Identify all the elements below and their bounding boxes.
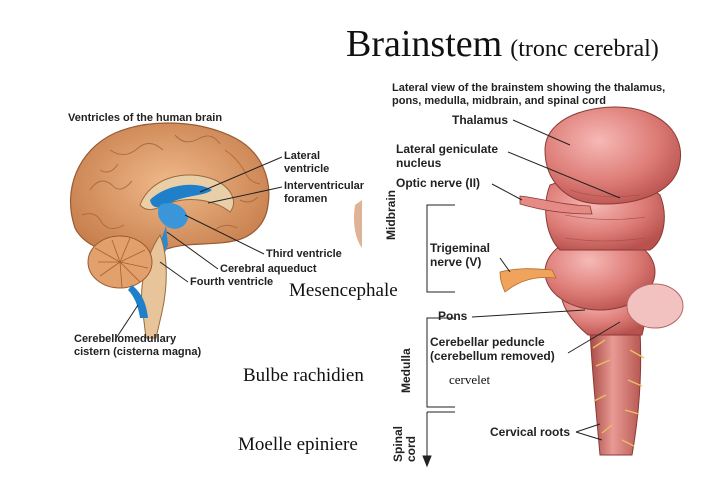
brainstem-lateral-figure [499,106,684,456]
label-optic-nerve: Optic nerve (II) [396,176,481,190]
label-interventricular-foramen: Interventricular foramen [284,180,365,205]
page-title: Brainstem (tronc cerebral) [346,22,659,66]
label-cerebral-aqueduct: Cerebral aqueduct [220,263,317,275]
bracket-label-medulla: Medulla [399,348,413,393]
label-thalamus: Thalamus [452,113,509,127]
right-leader-lines [471,119,621,441]
annotation-moelle: Moelle epiniere [238,434,358,455]
cerebellar-peduncle-shape [626,283,684,329]
bracket-label-midbrain: Midbrain [384,190,398,240]
title-main: Brainstem [346,23,503,65]
label-lateral-ventricle: Lateral ventricle [284,150,330,175]
optic-nerve-shape [519,195,593,215]
label-cerebellar-peduncle: Cerebellar peduncle (cerebellum removed) [430,335,555,363]
annotation-mesencephale: Mesencephale [289,280,398,301]
spinal-cord-shape [589,329,642,456]
title-sub: (tronc cerebral) [510,36,659,62]
label-lateral-geniculate: Lateral geniculate nucleus [396,142,499,170]
right-figure-caption: Lateral view of the brainstem showing th… [392,82,666,107]
label-cerebellomedullary-cistern: Cerebellomedullary cistern (cisterna mag… [74,333,202,358]
left-leader-lines [114,156,283,341]
thalamus-shape [544,106,682,205]
annotation-cervelet: cervelet [449,372,491,387]
label-pons: Pons [438,309,468,323]
region-brackets [422,204,455,468]
brain-ventricles-figure [69,122,362,339]
annotation-bulbe: Bulbe rachidien [243,365,364,386]
label-third-ventricle: Third ventricle [266,248,342,260]
trigeminal-nerve-shape [499,268,557,293]
cisterna-magna-shape [128,285,148,318]
label-cervical-roots: Cervical roots [490,425,571,439]
bracket-label-spinal-cord: Spinal cord [391,425,418,462]
label-trigeminal-nerve: Trigeminal nerve (V) [430,241,491,269]
lateral-ventricle-shape [150,184,212,208]
label-fourth-ventricle: Fourth ventricle [190,276,274,288]
third-ventricle-shape [158,202,188,229]
left-figure-caption: Ventricles of the human brain [68,112,223,124]
